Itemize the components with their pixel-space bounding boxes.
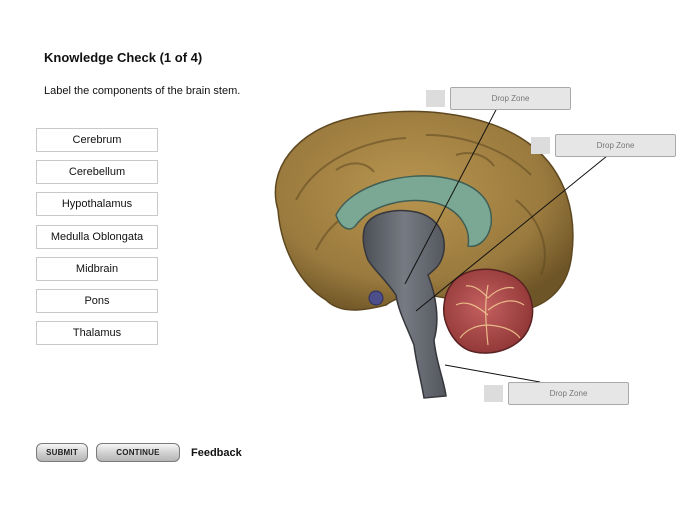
option-midbrain[interactable]: Midbrain <box>36 256 158 281</box>
drop-zone-3-group: Drop Zone <box>484 382 629 405</box>
answer-options: Cerebrum Cerebellum Hypothalamus Medulla… <box>36 128 158 353</box>
pituitary-shape <box>368 290 384 306</box>
option-hypothalamus[interactable]: Hypothalamus <box>36 192 158 217</box>
option-thalamus[interactable]: Thalamus <box>36 321 158 346</box>
option-cerebrum[interactable]: Cerebrum <box>36 128 158 152</box>
continue-button[interactable]: CONTINUE <box>96 443 180 462</box>
drop-zone-1-marker <box>426 90 445 107</box>
drop-zone-3[interactable]: Drop Zone <box>508 382 629 405</box>
page-title: Knowledge Check (1 of 4) <box>44 50 203 65</box>
drop-zone-1[interactable]: Drop Zone <box>450 87 571 110</box>
drop-zone-2-marker <box>531 137 550 154</box>
instructions-text: Label the components of the brain stem. <box>44 85 241 97</box>
drop-zone-2-group: Drop Zone <box>531 134 676 157</box>
drop-zone-1-group: Drop Zone <box>426 87 571 110</box>
option-cerebellum[interactable]: Cerebellum <box>36 160 158 185</box>
drop-zone-2[interactable]: Drop Zone <box>555 134 676 157</box>
option-medulla-oblongata[interactable]: Medulla Oblongata <box>36 224 158 249</box>
footer-controls: SUBMIT CONTINUE Feedback <box>36 443 242 462</box>
drop-zone-3-marker <box>484 385 503 402</box>
submit-button[interactable]: SUBMIT <box>36 443 88 462</box>
feedback-label: Feedback <box>191 446 242 459</box>
option-pons[interactable]: Pons <box>36 288 158 313</box>
